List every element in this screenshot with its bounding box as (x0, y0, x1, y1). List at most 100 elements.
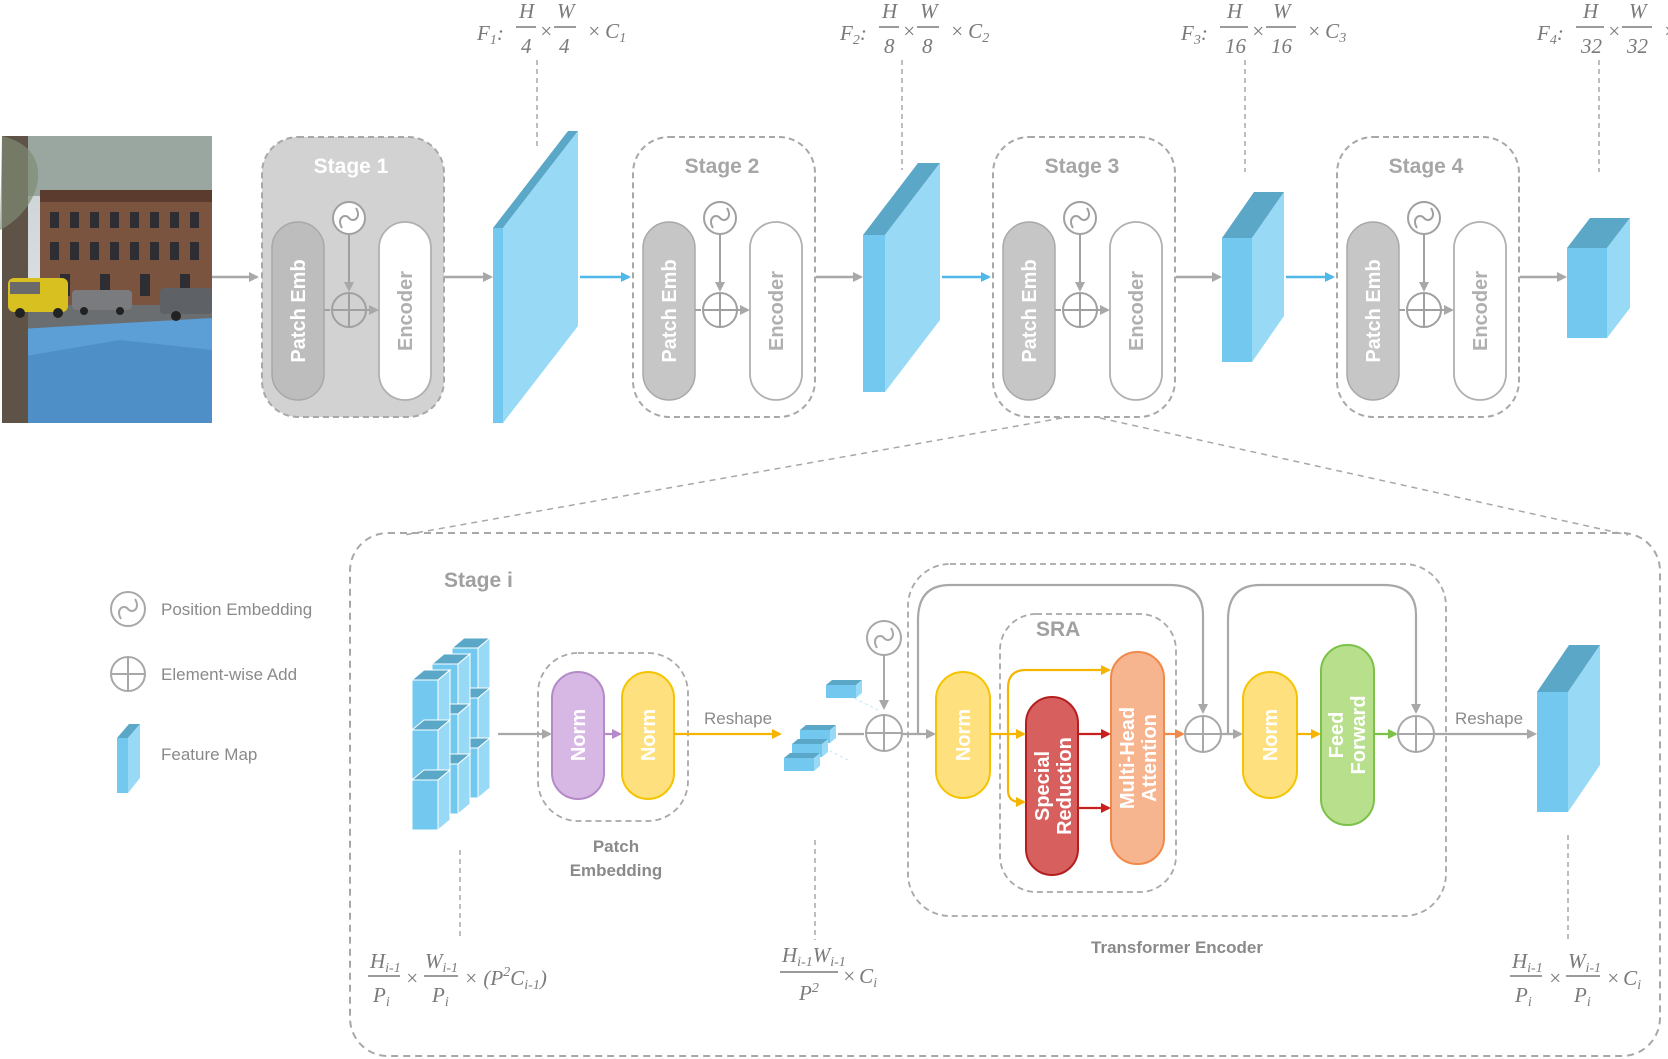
detail-add-icon-2 (1184, 715, 1222, 753)
svg-text:Forward: Forward (1348, 696, 1370, 775)
input-patch-grid (410, 636, 492, 832)
encoder-pill (378, 221, 432, 401)
svg-text:×C3: ×C3 (1307, 19, 1346, 46)
feature-map-3 (1222, 192, 1284, 362)
svg-text:Multi-Head: Multi-Head (1117, 707, 1139, 809)
svg-text:Hi-1: Hi-1 (369, 949, 401, 976)
legend-feature-label: Feature Map (161, 745, 257, 764)
svg-text:Pi: Pi (431, 983, 449, 1010)
patch-embedding-label-2: Embedding (570, 861, 663, 880)
svg-text:× (P2Ci-1): × (P2Ci-1) (464, 965, 547, 993)
svg-text:Norm: Norm (1260, 709, 1282, 761)
reshaped-tokens (784, 680, 879, 771)
feature-map-icon (117, 724, 140, 793)
svg-text:W: W (920, 0, 940, 23)
svg-text:F1:: F1: (476, 21, 504, 48)
special-reduction-pill: Special Reduction (1025, 696, 1079, 876)
element-wise-add-icon (702, 292, 738, 328)
stage-i-title: Stage i (444, 569, 513, 592)
detail-position-embedding-icon (866, 620, 902, 656)
legend-position-label: Position Embedding (161, 600, 312, 619)
patch-emb-label: Patch Emb (1363, 259, 1385, 362)
formula-token-size: Hi-1Wi-1 P2 ×Ci (780, 943, 877, 1005)
svg-text:×C4: ×C4 (1663, 19, 1668, 46)
feature-label-2: F2:H8×W8×C2 (839, 0, 989, 58)
output-feature-map (1537, 645, 1600, 812)
reshape-label-2: Reshape (1455, 709, 1523, 728)
norm-yellow-pill-2: Norm (935, 671, 991, 799)
legend-add-label: Element-wise Add (161, 665, 297, 684)
encoder-pill (749, 221, 803, 401)
patch-emb-label: Patch Emb (1019, 259, 1041, 362)
svg-text:Feed: Feed (1326, 712, 1348, 759)
encoder-label: Encoder (766, 271, 788, 351)
stage-4: Stage 4 Patch Emb Encoder (1336, 136, 1520, 418)
svg-text:Attention: Attention (1139, 714, 1161, 802)
svg-text:32: 32 (1580, 34, 1603, 58)
svg-text:×C2: ×C2 (950, 19, 989, 46)
feature-map-1 (493, 131, 578, 423)
svg-text:Pi: Pi (372, 983, 390, 1010)
svg-text:Norm: Norm (638, 709, 660, 761)
svg-text:×: × (539, 19, 553, 43)
stage-title: Stage 2 (685, 155, 760, 178)
element-wise-add-icon (1062, 292, 1098, 328)
svg-text:16: 16 (1271, 34, 1293, 58)
svg-text:Wi-1: Wi-1 (1568, 949, 1601, 976)
svg-text:H: H (881, 0, 899, 23)
patch-emb-label: Patch Emb (659, 259, 681, 362)
position-embedding-icon (703, 201, 737, 235)
formula-input-size: Hi-1 Pi × Wi-1 Pi × (P2Ci-1) (368, 949, 547, 1010)
detail-add-icon-3 (1397, 715, 1435, 753)
svg-text:×: × (902, 19, 916, 43)
svg-text:Pi: Pi (1573, 983, 1591, 1010)
element-wise-add-icon (331, 292, 367, 328)
svg-text:H: H (1226, 0, 1244, 23)
svg-text:32: 32 (1626, 34, 1649, 58)
patch-emb-label: Patch Emb (288, 259, 310, 362)
svg-text:16: 16 (1225, 34, 1247, 58)
svg-text:Pi: Pi (1514, 983, 1532, 1010)
position-embedding-icon (1407, 201, 1441, 235)
svg-text:H: H (518, 0, 536, 23)
stage-i-detail-box (349, 532, 1661, 1057)
feature-label-1: F1:H4×W4×C1 (476, 0, 626, 58)
svg-text:W: W (557, 0, 577, 23)
position-embedding-icon (1063, 201, 1097, 235)
svg-text:4: 4 (521, 34, 532, 58)
svg-text:W: W (1273, 0, 1293, 23)
svg-text:8: 8 (922, 34, 933, 58)
svg-text:Special: Special (1032, 751, 1054, 821)
svg-text:P2: P2 (798, 981, 819, 1005)
sra-label: SRA (1036, 618, 1080, 641)
element-wise-add-icon (1406, 292, 1442, 328)
svg-text:Wi-1: Wi-1 (425, 949, 458, 976)
feed-forward-pill: Feed Forward (1320, 644, 1375, 826)
encoder-pill (1453, 221, 1507, 401)
reshape-label-1: Reshape (704, 709, 772, 728)
detail-arrows (498, 583, 1537, 813)
sra-box (999, 613, 1177, 893)
encoder-label: Encoder (1470, 271, 1492, 351)
formula-output-size: Hi-1 Pi × Wi-1 Pi ×Ci (1510, 949, 1641, 1010)
svg-text:×: × (1607, 19, 1621, 43)
position-embedding-icon (110, 591, 146, 627)
svg-text:×Ci: ×Ci (842, 964, 877, 991)
input-street-image (0, 136, 212, 423)
svg-text:Reduction: Reduction (1054, 737, 1076, 835)
svg-text:F4:: F4: (1536, 21, 1564, 48)
detail-add-icon-1 (865, 714, 903, 752)
patch-embedding-label-1: Patch (593, 837, 639, 856)
stage-title: Stage 3 (1045, 155, 1120, 178)
feature-map-4 (1567, 218, 1630, 338)
encoder-label: Encoder (395, 271, 417, 351)
transformer-encoder-box (907, 563, 1447, 917)
svg-text:Hi-1: Hi-1 (1511, 949, 1543, 976)
svg-text:W: W (1629, 0, 1649, 23)
svg-text:F2:: F2: (839, 21, 867, 48)
stage-title: Stage 4 (1389, 155, 1464, 178)
element-wise-add-icon (110, 656, 146, 692)
feature-map-2 (863, 163, 940, 392)
